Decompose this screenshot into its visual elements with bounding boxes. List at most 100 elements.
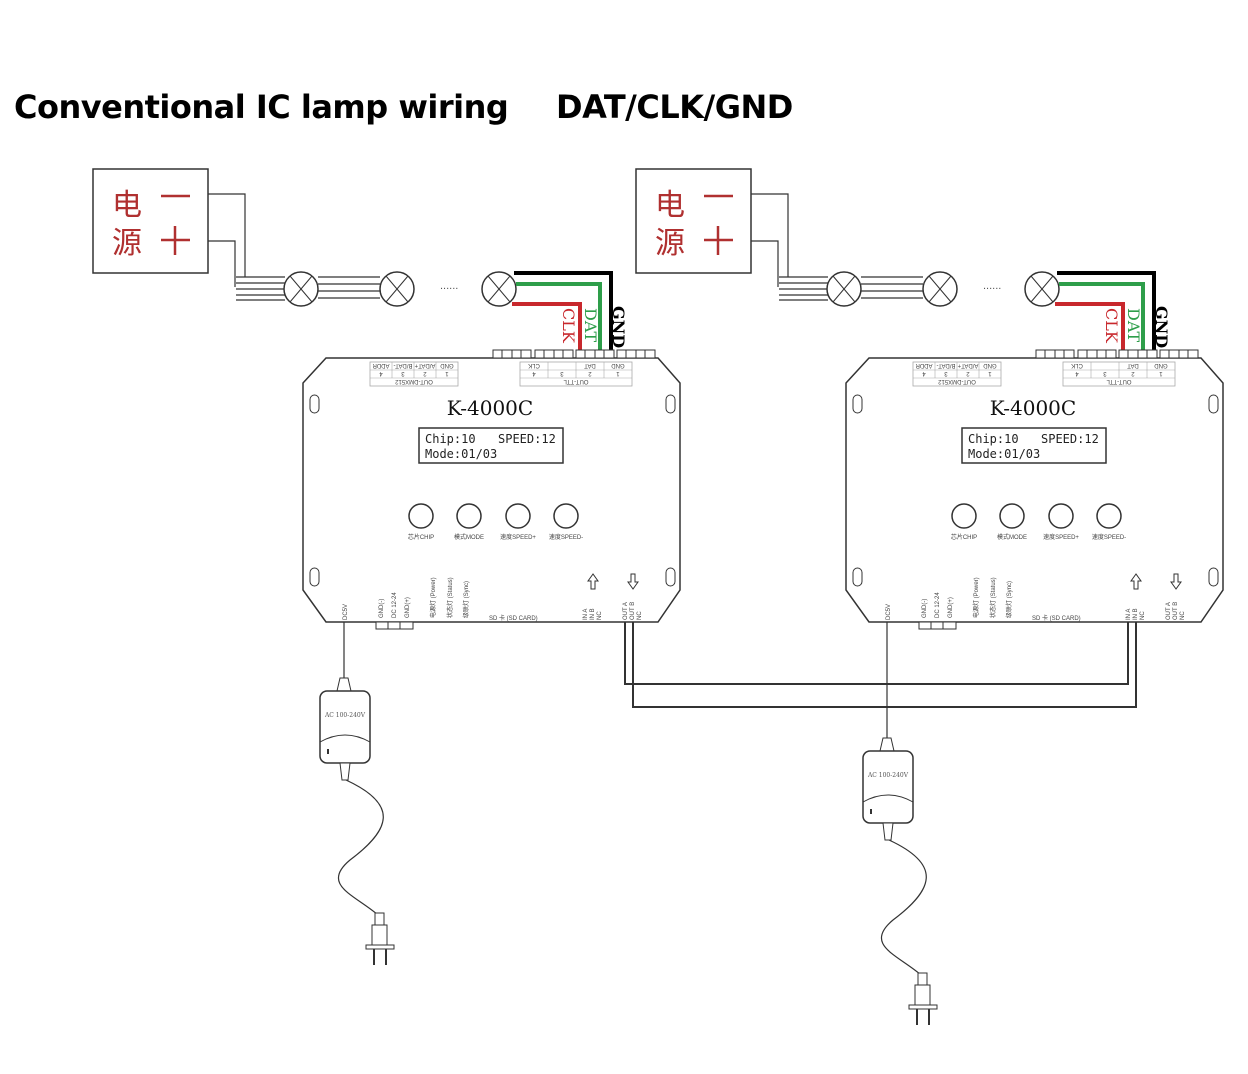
arrow-up-icon	[587, 573, 599, 590]
svg-text:4: 4	[379, 370, 383, 376]
svg-text:1: 1	[1159, 370, 1163, 376]
svg-text:DC 12-24: DC 12-24	[392, 592, 398, 618]
diagram-subtitle: DAT/CLK/GND	[556, 88, 793, 126]
svg-text:DC 12-24: DC 12-24	[935, 592, 941, 618]
speed-up-button[interactable]: 速度SPEED+	[500, 503, 536, 541]
arrow-down-icon	[1170, 573, 1182, 590]
svg-text:电源灯 (Power): 电源灯 (Power)	[972, 577, 980, 618]
svg-text:SD 卡 (SD CARD): SD 卡 (SD CARD)	[1032, 614, 1081, 622]
power-supply-outline	[92, 168, 209, 274]
unit-right: 电 源 ......	[635, 168, 1224, 1025]
svg-text:DC5V: DC5V	[343, 604, 349, 620]
lcd-mode-value: Mode:01/03	[425, 447, 497, 461]
unit-left: 电 源 ......	[92, 168, 681, 965]
svg-text:3: 3	[1103, 370, 1107, 376]
power-adapter: AC 100-240V	[862, 622, 938, 1025]
gnd-label: GND	[1152, 306, 1171, 348]
svg-text:级联灯 (Sync): 级联灯 (Sync)	[1005, 581, 1013, 618]
svg-text:IN B: IN B	[1133, 608, 1139, 620]
power-char-2: 源	[112, 226, 142, 261]
svg-text:速度SPEED-: 速度SPEED-	[549, 533, 583, 541]
svg-text:NC: NC	[597, 611, 603, 620]
svg-text:2: 2	[588, 370, 592, 376]
svg-text:DC5V: DC5V	[886, 604, 892, 620]
svg-text:NC: NC	[1180, 611, 1186, 620]
mounting-hole	[665, 394, 676, 414]
lcd-speed-value: SPEED:12	[1041, 432, 1099, 446]
clk-label: CLK	[559, 308, 578, 344]
svg-text:速度SPEED+: 速度SPEED+	[500, 533, 536, 541]
lamp	[379, 271, 415, 307]
speed-down-button[interactable]: 速度SPEED-	[1092, 503, 1126, 541]
svg-text:B/DAT-: B/DAT-	[937, 362, 956, 368]
dmx-pin-table: OUT-DMX512 1 2 3 4 GND A/DAT+ B/DAT- ADD…	[912, 361, 1002, 387]
adapter-voltage-label: AC 100-240V	[867, 772, 909, 779]
svg-text:3: 3	[944, 370, 948, 376]
adapter-cable	[880, 839, 927, 976]
mode-button[interactable]: 模式MODE	[454, 503, 484, 541]
svg-text:状态灯 (Status): 状态灯 (Status)	[989, 577, 997, 618]
mode-button[interactable]: 模式MODE	[997, 503, 1027, 541]
dat-label: DAT	[1124, 308, 1143, 343]
svg-text:GND(+): GND(+)	[948, 597, 954, 618]
mounting-hole	[852, 394, 863, 414]
speed-up-button[interactable]: 速度SPEED+	[1043, 503, 1079, 541]
chip-button[interactable]: 芯片CHIP	[951, 503, 977, 541]
terminal-blocks	[492, 349, 656, 359]
mounting-hole	[1208, 394, 1219, 414]
svg-text:ADDR: ADDR	[915, 362, 933, 368]
lamp	[1024, 271, 1060, 307]
gnd-wire	[1057, 271, 1156, 352]
dmx-pin-table: OUT-DMX512 1 2 3 4 GND A/DAT+ B/DAT- ADD…	[369, 361, 459, 387]
dat-wire	[1059, 282, 1145, 352]
ttl-pin-table: OUT-TTL 1 2 3 4 GND DAT CLK	[1062, 361, 1176, 387]
svg-text:模式MODE: 模式MODE	[997, 533, 1027, 541]
svg-text:ADDR: ADDR	[372, 362, 390, 368]
bottom-port-labels: DC5V GND(-) DC 12-24 GND(+) 电源灯 (Power) …	[886, 577, 1186, 622]
dat-wire	[516, 282, 602, 352]
svg-text:芯片CHIP: 芯片CHIP	[951, 533, 977, 541]
svg-text:GND(-): GND(-)	[922, 599, 928, 618]
lcd-mode-value: Mode:01/03	[968, 447, 1040, 461]
lamp-ellipsis: ......	[440, 280, 458, 292]
svg-text:CLK: CLK	[1071, 362, 1083, 368]
lamp	[922, 271, 958, 307]
svg-text:电源灯 (Power): 电源灯 (Power)	[429, 577, 437, 618]
svg-text:IN B: IN B	[590, 608, 596, 620]
lcd-chip-value: Chip:10	[968, 432, 1019, 446]
svg-text:3: 3	[560, 370, 564, 376]
svg-text:4: 4	[1075, 370, 1079, 376]
plug-icon	[365, 912, 395, 965]
lcd-display	[418, 427, 564, 464]
chip-button[interactable]: 芯片CHIP	[408, 503, 434, 541]
svg-text:2: 2	[423, 370, 427, 376]
mounting-hole	[309, 394, 320, 414]
svg-text:速度SPEED-: 速度SPEED-	[1092, 533, 1126, 541]
dmx-table-title: OUT-DMX512	[395, 378, 433, 384]
gnd-label: GND	[609, 306, 628, 348]
svg-text:GND: GND	[440, 362, 454, 368]
power-char-1: 电	[112, 188, 142, 223]
power-supply-box: 电 源	[635, 168, 752, 274]
power-char-1: 电	[655, 188, 685, 223]
svg-text:NC: NC	[1140, 611, 1146, 620]
ttl-table-title: OUT-TTL	[1106, 378, 1132, 384]
power-supply-outline	[635, 168, 752, 274]
speed-down-button[interactable]: 速度SPEED-	[549, 503, 583, 541]
controller: OUT-DMX512 1 2 3 4 GND A/DAT+ B/DAT- ADD…	[845, 349, 1224, 630]
svg-text:A/DAT+: A/DAT+	[957, 362, 978, 368]
gnd-wire	[514, 271, 613, 352]
lamp	[826, 271, 862, 307]
svg-text:GND: GND	[611, 362, 625, 368]
ttl-pin-table: OUT-TTL 1 2 3 4 GND DAT CLK	[519, 361, 633, 387]
svg-text:IN A: IN A	[1126, 609, 1132, 620]
arrow-up-icon	[1130, 573, 1142, 590]
svg-text:GND: GND	[983, 362, 997, 368]
ttl-table-title: OUT-TTL	[563, 378, 589, 384]
svg-text:4: 4	[922, 370, 926, 376]
svg-text:芯片CHIP: 芯片CHIP	[408, 533, 434, 541]
svg-text:2: 2	[1131, 370, 1135, 376]
model-name: K-4000C	[990, 396, 1076, 420]
svg-text:4: 4	[532, 370, 536, 376]
svg-text:SD 卡 (SD CARD): SD 卡 (SD CARD)	[489, 614, 538, 622]
